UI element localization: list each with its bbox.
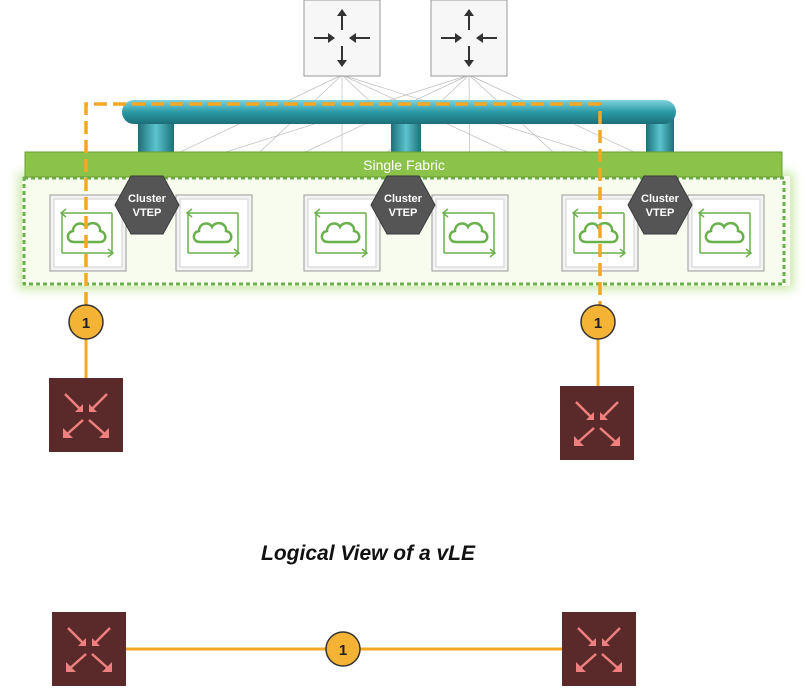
cluster-vtep-2: Cluster VTEP xyxy=(370,175,436,235)
leaf-switch-2-icon xyxy=(174,193,254,273)
single-fabric-label: Single Fabric xyxy=(363,157,445,173)
spine-switch-1-icon xyxy=(303,0,381,77)
vtep-2-line1: Cluster xyxy=(384,193,423,205)
spine-switch-2-icon xyxy=(430,0,508,77)
cluster-vtep-3: Cluster VTEP xyxy=(627,175,693,235)
logical-view-title: Logical View of a vLE xyxy=(261,542,476,565)
vtep-3-line2: VTEP xyxy=(646,207,675,219)
svg-text:1: 1 xyxy=(594,315,602,332)
cluster-vtep-1: Cluster VTEP xyxy=(114,175,180,235)
vtep-3-line1: Cluster xyxy=(641,193,680,205)
logical-router-right-icon xyxy=(560,610,638,688)
leaf-switch-1-icon xyxy=(48,193,128,273)
router-right-icon xyxy=(558,384,636,462)
svg-text:1: 1 xyxy=(82,315,90,332)
leaf-switch-3-icon xyxy=(302,193,382,273)
badge-logical: 1 xyxy=(325,631,361,667)
overlay-pipe xyxy=(122,100,676,157)
router-left-icon xyxy=(47,376,125,454)
badge-right: 1 xyxy=(580,304,616,340)
badge-left: 1 xyxy=(68,304,104,340)
vtep-1-line1: Cluster xyxy=(128,193,167,205)
single-fabric-bar: Single Fabric xyxy=(24,151,783,178)
logical-router-left-icon xyxy=(50,610,128,688)
leaf-switch-4-icon xyxy=(430,193,510,273)
logical-path-dashed xyxy=(84,102,602,305)
svg-text:1: 1 xyxy=(339,642,347,659)
vtep-1-line2: VTEP xyxy=(133,207,162,219)
leaf-switch-6-icon xyxy=(686,193,766,273)
vtep-2-line2: VTEP xyxy=(389,207,418,219)
